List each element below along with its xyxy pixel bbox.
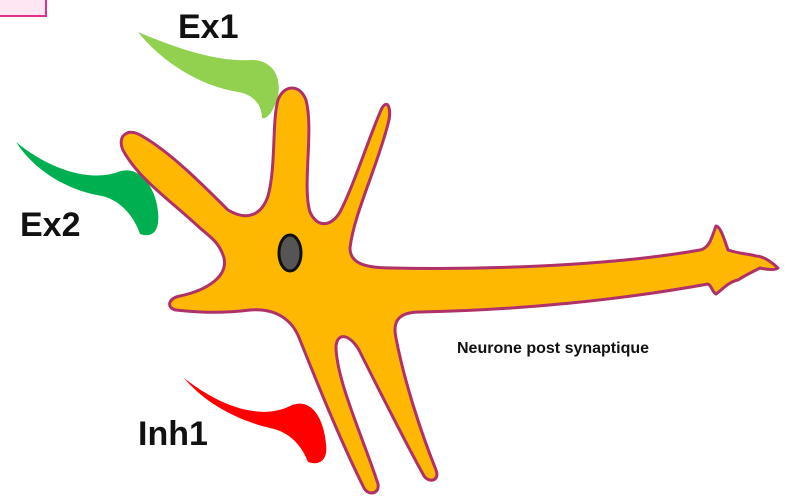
nucleus xyxy=(279,235,301,271)
inh1-label: Inh1 xyxy=(138,415,208,454)
corner-box xyxy=(0,0,46,16)
neuron-label: Neurone post synaptique xyxy=(457,340,649,358)
ex1-label: Ex1 xyxy=(178,8,239,47)
ex2-label: Ex2 xyxy=(20,206,81,245)
postsynaptic-neuron xyxy=(121,88,778,493)
